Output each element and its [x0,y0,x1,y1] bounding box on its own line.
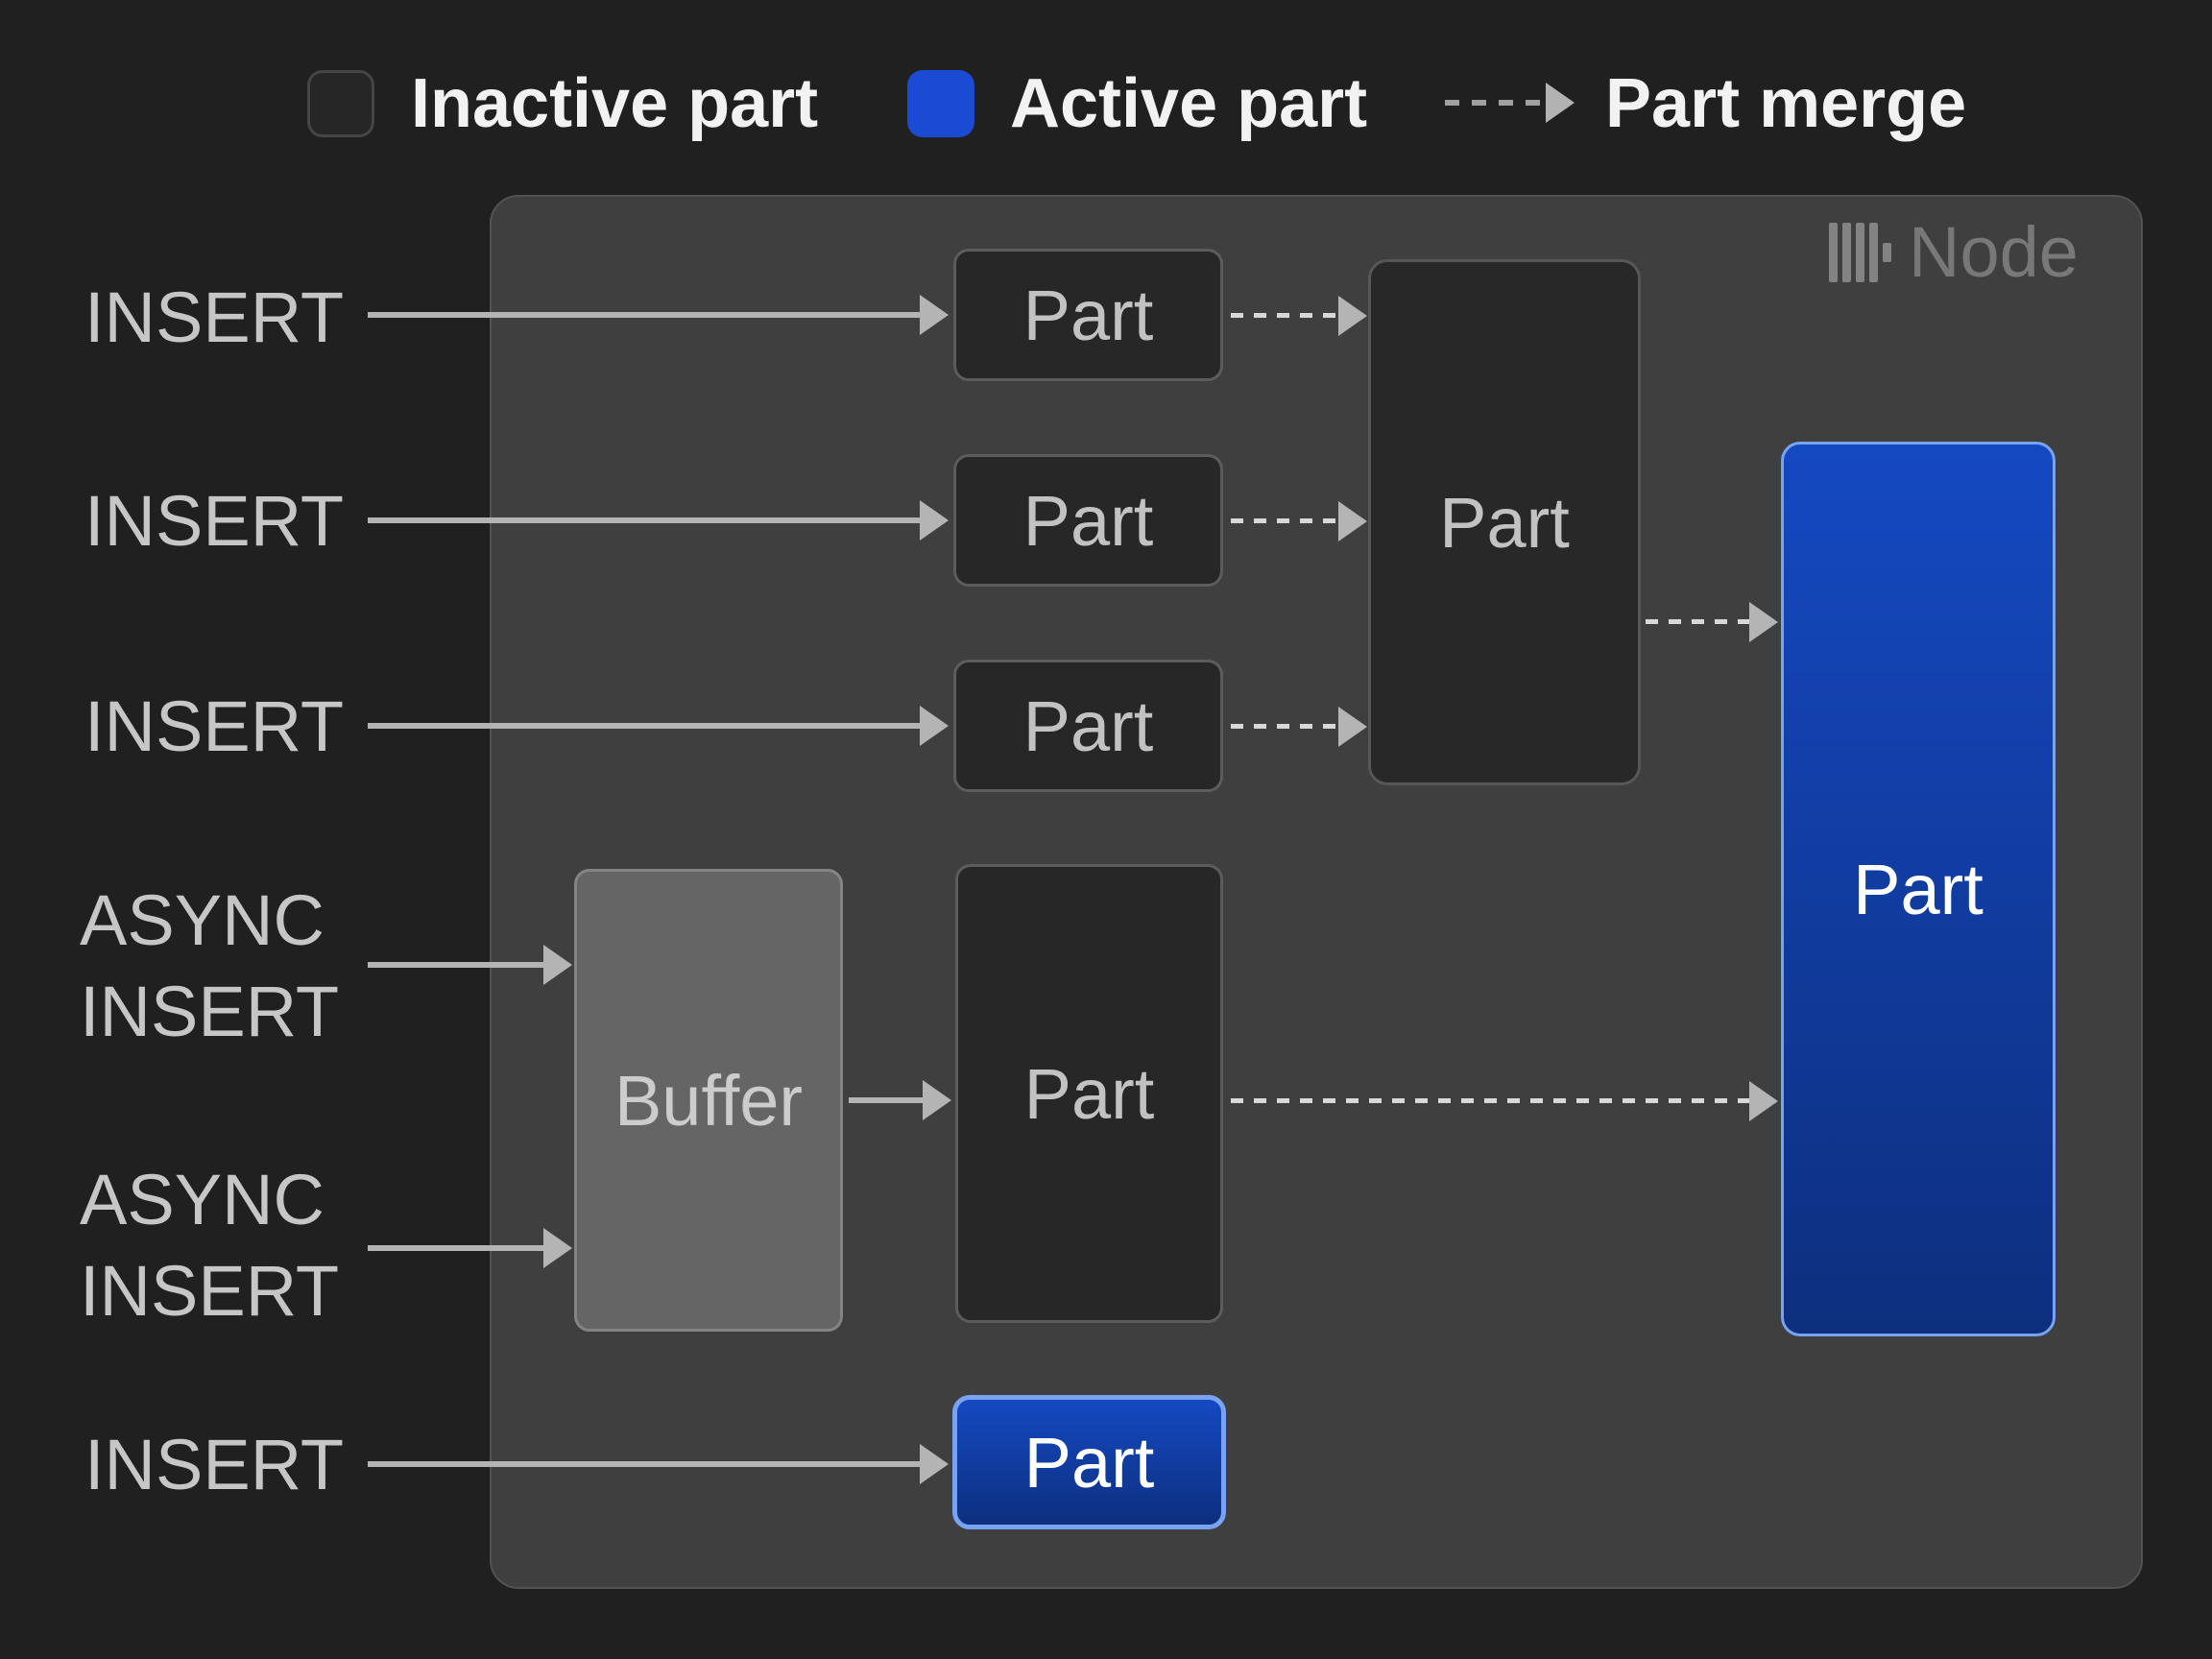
insert-label-3: INSERT [84,686,345,766]
insert-label-4: INSERT [84,1425,345,1504]
arrowhead-icon [1338,706,1367,747]
arrowhead-icon [1338,500,1367,541]
legend-arrowhead-icon [1546,83,1575,123]
arrowhead-icon [1338,295,1367,336]
active-part-swatch [907,70,974,137]
async-insert-arrow-2 [368,1228,572,1268]
part-box-1-label: Part [1022,275,1154,355]
arrowhead-icon [920,500,949,541]
arrowhead-icon [1749,1080,1778,1121]
async-insert-arrow-1 [368,945,572,985]
async-part-to-active-arrow [1231,1080,1778,1121]
part-box-1: Part [953,249,1223,381]
async-part-box: Part [955,864,1223,1323]
part-box-3: Part [953,660,1223,792]
insert-label-2: INSERT [84,481,345,561]
part-box-3-label: Part [1022,685,1154,766]
arrowhead-icon [543,945,572,985]
active-part-box-bottom: Part [952,1395,1226,1529]
active-part-main-label: Part [1853,849,1984,929]
buffer-to-part-arrow [849,1080,951,1120]
insert-arrow-2 [368,500,949,541]
async-insert-label-2: ASYNC INSERT [80,1160,340,1331]
insert-arrow-3 [368,706,949,746]
part-merge-arrow-icon [1445,83,1575,123]
arrowhead-icon [920,706,949,746]
clickhouse-bars-icon [1829,223,1891,282]
arrowhead-icon [920,1444,949,1484]
legend-merge-label: Part merge [1605,65,1967,142]
merged-to-active-arrow [1646,601,1778,642]
active-part-box-main: Part [1781,442,2056,1336]
part-box-2-label: Part [1022,480,1154,561]
merge-arrow-2 [1231,500,1367,541]
node-title: Node [1829,216,2079,289]
active-part-bottom-label: Part [1023,1422,1155,1503]
merged-part-label: Part [1439,482,1570,563]
merged-part-box: Part [1368,259,1641,785]
buffer-label: Buffer [613,1060,804,1141]
node-title-label: Node [1909,212,2079,292]
inactive-part-swatch [307,70,374,137]
merge-arrow-3 [1231,706,1367,747]
part-box-2: Part [953,454,1223,587]
arrowhead-icon [923,1080,951,1120]
legend-inactive-label: Inactive part [411,65,819,142]
insert-arrow-4 [368,1444,949,1484]
async-part-label: Part [1023,1053,1155,1134]
insert-arrow-1 [368,295,949,335]
legend-dash-shaft [1445,100,1546,106]
arrowhead-icon [543,1228,572,1268]
async-insert-label-1: ASYNC INSERT [80,880,340,1051]
arrowhead-icon [1749,601,1778,642]
buffer-box: Buffer [574,869,843,1332]
arrowhead-icon [920,295,949,335]
merge-arrow-1 [1231,295,1367,336]
legend-active-label: Active part [1010,65,1368,142]
insert-label-1: INSERT [84,277,345,357]
